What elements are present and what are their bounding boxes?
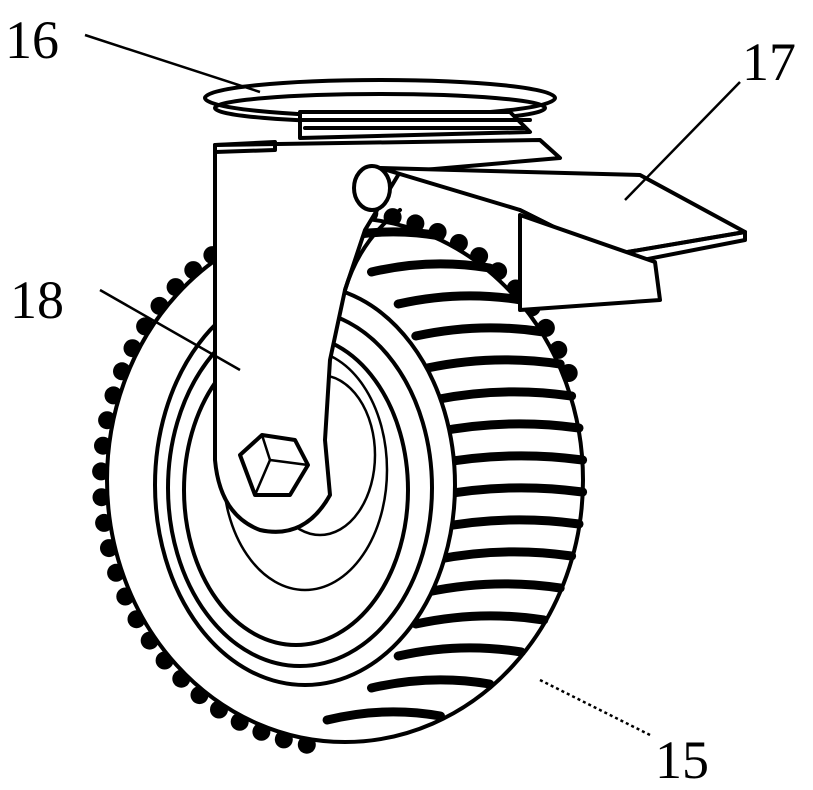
- leader-16: [84, 33, 261, 94]
- callout-17: 17: [742, 32, 796, 92]
- tread-groove: [367, 259, 495, 277]
- leader-17: [624, 81, 741, 201]
- callout-18: 18: [10, 270, 64, 330]
- tread-groove: [411, 323, 549, 341]
- callout-16: 16: [5, 10, 59, 70]
- tread-groove: [422, 355, 565, 373]
- tread-groove: [431, 419, 584, 437]
- swivel-top-plate: [203, 78, 557, 140]
- tread-groove: [429, 547, 577, 565]
- tread-groove: [393, 643, 526, 661]
- tread-groove: [322, 707, 445, 725]
- axle-bolt: [238, 433, 310, 497]
- leader-18: [99, 288, 241, 372]
- tread-groove: [411, 611, 549, 629]
- leader-15: [539, 678, 651, 737]
- tread-groove: [367, 675, 495, 693]
- tread-groove: [429, 387, 577, 405]
- callout-15: 15: [655, 730, 709, 790]
- fork-bracket: [213, 138, 562, 534]
- tread-groove: [393, 291, 526, 309]
- brake-pedal: [378, 166, 747, 312]
- tread-groove: [422, 579, 565, 597]
